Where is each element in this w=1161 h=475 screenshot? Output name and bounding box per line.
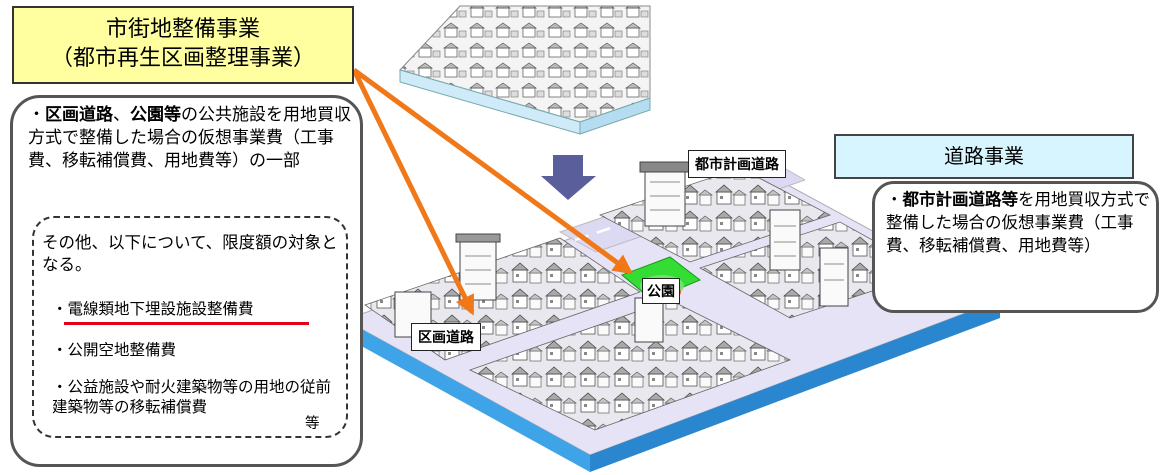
title-box: 市街地整備事業 （都市再生区画整理事業） — [12, 6, 354, 84]
road-description-panel — [872, 181, 1159, 313]
after-town-block — [343, 159, 1002, 472]
desc-rest: を用地買収方式で整備した場合の仮想事業費（工事費、移転補償費、用地費等） — [886, 190, 1150, 255]
desc-separator: 、 — [113, 105, 130, 125]
item-open-space: ・公開空地整備費 — [52, 341, 177, 359]
bullet: ・ — [28, 105, 45, 125]
desc-rest: の公共施設を用地買収方式で整備した場合の仮想事業費（工事費、移転補償費、用地費等… — [28, 105, 351, 171]
item-relocation-compensation: ・公益施設や耐火建築物等の用地の従前建築物等の移転補償費 — [52, 378, 332, 416]
desc-bold-block-road: 区画道路 — [45, 105, 113, 125]
down-arrow — [541, 155, 596, 200]
item-underground-cable: ・電線類地下埋設施設整備費 — [52, 300, 254, 318]
before-town-block — [399, 5, 651, 135]
label-block-road: 区画道路 — [411, 323, 481, 351]
road-project-box: 道路事業 — [834, 134, 1134, 179]
red-underline — [64, 322, 309, 325]
left-description-panel — [10, 95, 363, 467]
bullet: ・ — [886, 190, 903, 209]
desc-bold-city-road: 都市計画道路等 — [902, 190, 1019, 209]
left-description-text: ・区画道路、公園等の公共施設を用地買収方式で整備した場合の仮想事業費（工事費、移… — [28, 104, 358, 173]
title-line-1: 市街地整備事業 — [105, 17, 260, 42]
label-city-plan-road: 都市計画道路 — [688, 150, 786, 178]
dashed-subbox — [32, 216, 348, 438]
desc-bold-park: 公園等 — [130, 105, 181, 125]
label-park: 公園 — [642, 278, 680, 304]
title-line-2: （都市再生区画整理事業） — [50, 46, 315, 71]
orange-arrows — [351, 67, 634, 316]
road-description-text: ・都市計画道路等を用地買収方式で整備した場合の仮想事業費（工事費、移転補償費、用… — [886, 188, 1154, 257]
dashed-intro-text: その他、以下について、限度額の対象となる。 — [42, 233, 338, 274]
item-etc: 等 — [305, 416, 320, 432]
